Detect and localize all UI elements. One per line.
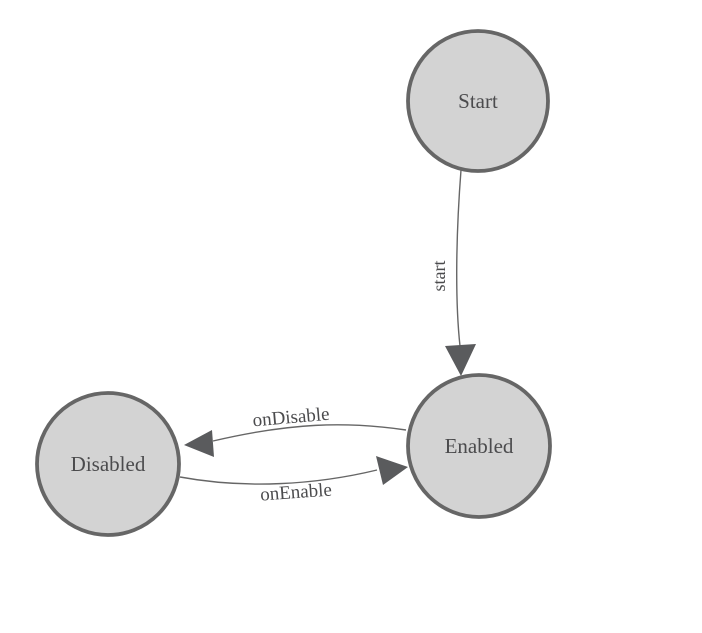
edge-disabled-to-enabled: onEnable [179, 456, 408, 506]
state-node-enabled-circle [406, 373, 552, 519]
edge-disabled-to-enabled-line [179, 469, 378, 485]
edge-enabled-to-disabled: onDisable [184, 404, 407, 457]
arrowhead-right-icon [376, 456, 408, 485]
state-node-enabled-label: Enabled [445, 434, 514, 458]
state-node-disabled: Disabled [35, 391, 181, 537]
state-node-disabled-label: Disabled [71, 452, 146, 476]
edge-enabled-to-disabled-line [212, 424, 407, 442]
edge-label-start: start [429, 261, 449, 292]
arrowhead-down-icon [445, 344, 476, 376]
edge-label-onenable: onEnable [260, 480, 333, 506]
state-node-enabled: Enabled [406, 373, 552, 519]
edge-label-ondisable: onDisable [252, 404, 331, 432]
arrowhead-left-icon [184, 430, 214, 457]
state-node-start: Start [406, 29, 550, 173]
state-node-start-circle [406, 29, 550, 173]
edge-start-to-enabled: start [429, 169, 476, 376]
state-node-start-label: Start [458, 89, 498, 113]
state-node-disabled-circle [35, 391, 181, 537]
edge-start-to-enabled-line [456, 169, 462, 347]
